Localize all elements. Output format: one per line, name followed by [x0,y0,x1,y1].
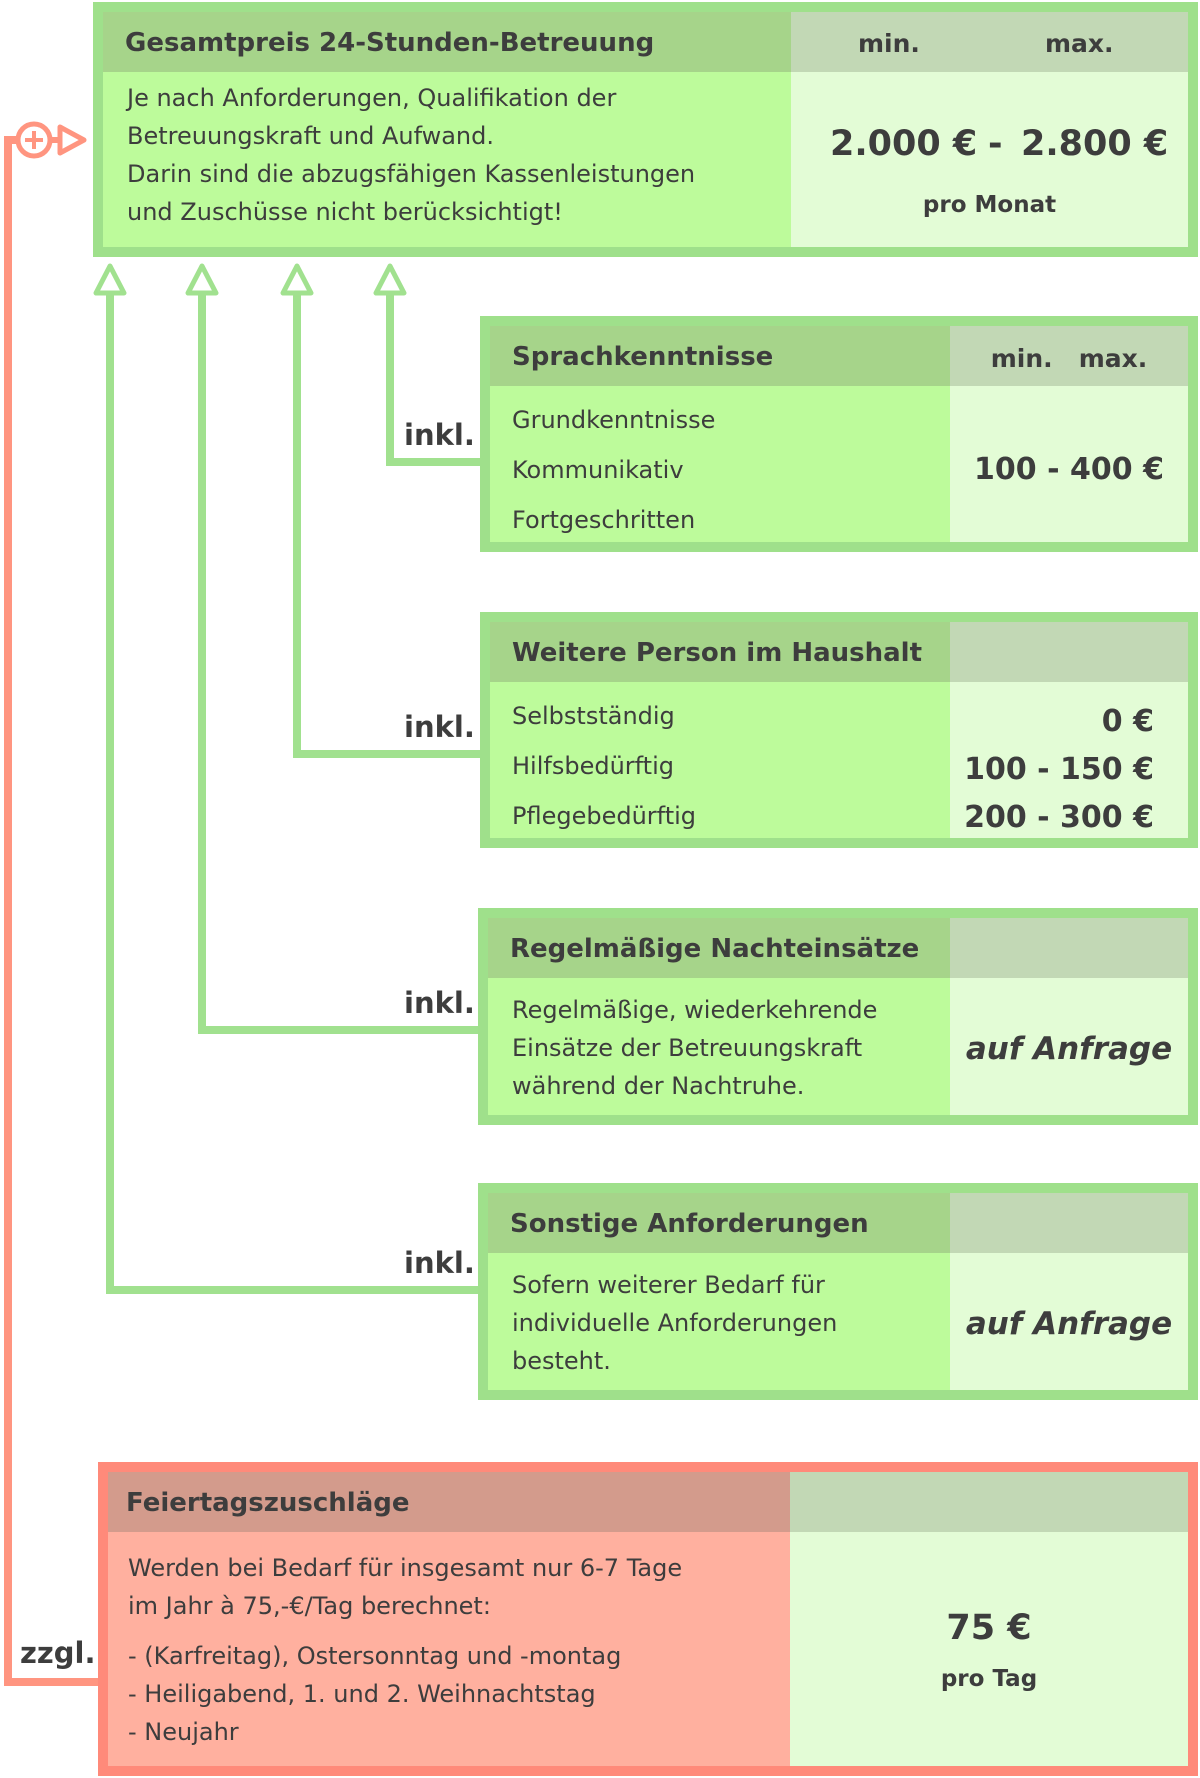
person-connector-label: inkl. [404,710,475,744]
sprachkenntnisse-price-column-header [950,326,1188,386]
weitere-person-price: 0 € [1101,704,1154,739]
sonstige-box: Sonstige Anforderungen Sofern weiterer B… [478,1183,1198,1400]
sonstige-title: Sonstige Anforderungen [510,1209,869,1239]
feiertag-holiday-line: - Heiligabend, 1. und 2. Weihnachtstag [128,1680,596,1708]
person-connector-line [293,292,486,758]
nachteinsaetze-box: Regelmäßige Nachteinsätze Regelmäßige, w… [478,908,1198,1125]
price-separator: - [988,124,1003,164]
arrow-up-icon [373,263,407,296]
weitere-person-item: Pflegebedürftig [512,802,697,830]
sonstige-connector-line [106,292,484,1294]
gesamtpreis-description-line: Darin sind die abzugsfähigen Kassenleist… [127,160,696,188]
price-unit: pro Monat [922,192,1057,218]
weitere-person-price: 100 - 150 € [964,752,1154,787]
weitere-person-title: Weitere Person im Haushalt [512,638,923,668]
arrow-up-icon [93,263,127,296]
feiertag-holiday-line: - Neujahr [128,1718,239,1746]
sprach-connector-label: inkl. [404,418,475,452]
feiertag-price: 75 € [946,1608,1032,1648]
nacht-connector-label: inkl. [404,986,475,1020]
feiertag-description-line: Werden bei Bedarf für insgesamt nur 6-7 … [128,1554,683,1582]
nachteinsaetze-description-line: während der Nachtruhe. [512,1072,805,1100]
sprachkenntnisse-title: Sprachkenntnisse [512,342,774,372]
feiertag-holiday-line: - (Karfreitag), Ostersonntag und -montag [128,1642,622,1670]
arrow-up-icon [185,263,219,296]
feiertag-description-line: im Jahr à 75,-€/Tag berechnet: [128,1592,491,1620]
feiertag-box: Feiertagszuschläge Werden bei Bedarf für… [98,1462,1198,1776]
nachteinsaetze-title: Regelmäßige Nachteinsätze [510,934,920,964]
nachteinsaetze-price: auf Anfrage [965,1031,1173,1067]
zzgl-connector-line [4,136,98,1686]
feiertag-connector-label: zzgl. [20,1636,96,1670]
nachteinsaetze-description-line: Regelmäßige, wiederkehrende [512,996,878,1024]
gesamtpreis-description-line: Betreuungskraft und Aufwand. [127,122,495,150]
nachteinsaetze-description-line: Einsätze der Betreuungskraft [512,1034,863,1062]
sonstige-description-line: Sofern weiterer Bedarf für [512,1271,825,1299]
sprachkenntnisse-minmax-label: min. max. [990,344,1148,373]
arrow-up-icon [280,263,314,296]
gesamtpreis-description-line: Je nach Anforderungen, Qualifikation der [127,84,617,112]
price-max: 2.800 € [1021,124,1169,164]
column-max-label: max. [1045,29,1114,58]
sprachkenntnisse-price: 100 - 400 € [974,452,1164,487]
gesamtpreis-box: Gesamtpreis 24-Stunden-Betreuung min. ma… [93,2,1198,257]
sonstige-description-line: besteht. [512,1347,611,1375]
sprach-connector-line [386,292,486,466]
sonstige-connector-label: inkl. [404,1246,475,1280]
feiertag-price-unit: pro Tag [940,1666,1038,1692]
arrow-right-icon [57,124,87,156]
weitere-person-price-column-header [950,622,1188,682]
weitere-person-price: 200 - 300 € [964,800,1154,835]
price-min: 2.000 € [830,124,978,164]
nachteinsaetze-price-column-header [950,918,1188,978]
sonstige-price: auf Anfrage [965,1306,1173,1342]
column-min-label: min. [858,29,920,58]
weitere-person-box: Weitere Person im Haushalt Selbstständig… [480,612,1198,848]
weitere-person-item: Hilfsbedürftig [512,752,674,780]
sonstige-description-line: individuelle Anforderungen [512,1309,838,1337]
sprachkenntnisse-item: Fortgeschritten [512,506,696,534]
feiertag-title: Feiertagszuschläge [126,1488,410,1518]
sprachkenntnisse-item: Kommunikativ [512,456,684,484]
sprachkenntnisse-item: Grundkenntnisse [512,406,716,434]
feiertag-price-column-header [790,1472,1188,1532]
sprachkenntnisse-box: Sprachkenntnisse min. max. Grundkenntnis… [480,316,1198,552]
nacht-connector-line [198,292,484,1034]
sonstige-price-column-header [950,1193,1188,1253]
gesamtpreis-price-column-header [791,12,1188,72]
weitere-person-item: Selbstständig [512,702,675,730]
gesamtpreis-description-line: und Zuschüsse nicht berücksichtigt! [127,198,563,226]
gesamtpreis-title: Gesamtpreis 24-Stunden-Betreuung [125,28,655,58]
